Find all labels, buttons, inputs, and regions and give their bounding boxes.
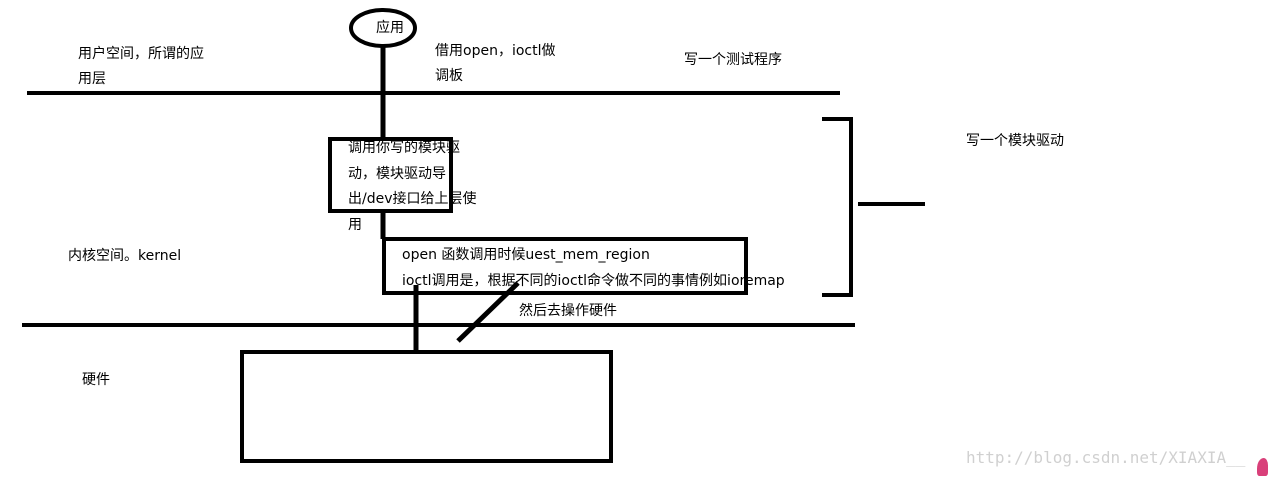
driver-line-3: 出/dev接口给上层使: [348, 191, 477, 207]
kernel-bracket: [822, 117, 853, 297]
hardware-label: 硬件: [82, 372, 110, 388]
watermark: http://blog.csdn.net/XIAXIA__: [966, 448, 1246, 467]
ops-box-text: open 函数调用时候uest_mem_region ioctl调用是，根据不同…: [402, 242, 785, 294]
hardware-box: [240, 350, 613, 463]
driver-box: [328, 137, 453, 213]
borrow-label-1: 借用open，ioctl做: [435, 43, 556, 59]
driver-line-1: 调用你写的模块驱: [348, 140, 460, 156]
kernel-space-label: 内核空间。kernel: [68, 248, 182, 264]
driver-line-2: 动，模块驱动导: [348, 165, 446, 182]
user-space-label-1: 用户空间，所谓的应: [78, 46, 204, 62]
app-label: 应用: [376, 20, 404, 36]
diagonal-line: [456, 281, 520, 343]
write-test-label: 写一个测试程序: [684, 52, 782, 68]
ops-line-1: open 函数调用时候uest_mem_region: [402, 247, 650, 263]
borrow-label-2: 调板: [435, 68, 463, 84]
driver-line-4: 用: [348, 216, 362, 233]
logo-mark-icon: [1257, 458, 1268, 476]
write-module-label: 写一个模块驱动: [966, 133, 1064, 149]
ops-box: [382, 237, 748, 295]
user-space-label-2: 用层: [78, 71, 106, 87]
driver-box-text: 调用你写的模块驱 动，模块驱动导 出/dev接口给上层使 用: [348, 136, 477, 238]
then-label: 然后去操作硬件: [519, 303, 617, 319]
ops-line-2: ioctl调用是，根据不同的ioctl命令做不同的事情例如ioremap: [402, 273, 785, 289]
